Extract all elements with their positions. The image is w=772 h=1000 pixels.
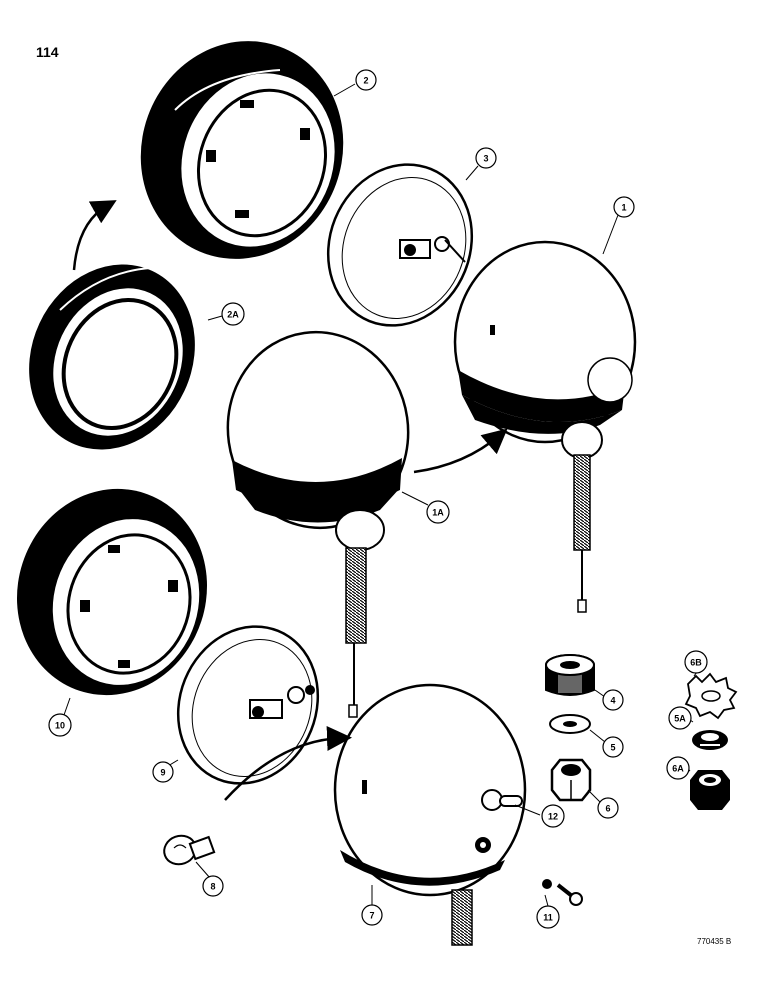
callout-8-label: 8 — [210, 882, 215, 892]
callout-9: 9 — [152, 761, 174, 783]
lens-3 — [326, 163, 474, 327]
washer-5 — [549, 714, 591, 734]
drawing-code: 770435 B — [697, 937, 732, 946]
callout-8: 8 — [202, 875, 224, 897]
bezel-ring-2 — [140, 41, 344, 259]
callout-6a-label: 6A — [672, 764, 684, 774]
callout-1a: 1A — [426, 500, 450, 524]
callout-2a-label: 2A — [227, 310, 239, 320]
ring-2a — [29, 264, 195, 450]
lock-washer-5a — [692, 730, 728, 750]
lens-9 — [176, 625, 320, 785]
callout-1-label: 1 — [621, 203, 626, 213]
star-washer-6b — [684, 672, 738, 720]
callout-1: 1 — [613, 196, 635, 218]
callout-6b-label: 6B — [690, 658, 702, 668]
assembly-arrows — [72, 200, 508, 801]
callout-5-label: 5 — [610, 743, 615, 753]
spacer-4 — [545, 654, 595, 696]
callout-2a: 2A — [221, 302, 245, 326]
callout-11: 11 — [536, 905, 560, 929]
callout-3-label: 3 — [483, 154, 488, 164]
callout-2-label: 2 — [363, 76, 368, 86]
screw-11 — [542, 879, 583, 906]
callouts: 2 3 1 2A 1A 6B — [48, 69, 708, 929]
callout-4: 4 — [602, 689, 624, 711]
lamp-housing-1 — [453, 240, 637, 613]
callout-6a: 6A — [666, 756, 690, 780]
callout-10-label: 10 — [55, 721, 65, 731]
bezel-ring-10 — [16, 488, 208, 696]
callout-5a: 5A — [668, 706, 692, 730]
lamp-housing-1a — [226, 330, 410, 718]
bulb-8 — [163, 834, 216, 866]
callout-11-label: 11 — [543, 913, 553, 923]
callout-10: 10 — [48, 713, 72, 737]
nut-6 — [550, 758, 592, 802]
callout-3: 3 — [475, 147, 497, 169]
callout-2: 2 — [355, 69, 377, 91]
callout-5a-label: 5A — [674, 714, 686, 724]
callout-6: 6 — [597, 797, 619, 819]
callout-4-label: 4 — [610, 696, 615, 706]
nut-6a — [690, 770, 730, 810]
callout-12: 12 — [541, 804, 565, 828]
callout-6-label: 6 — [605, 804, 610, 814]
callout-1a-label: 1A — [432, 508, 444, 518]
lamp-housing-7 — [333, 683, 527, 946]
callout-7-label: 7 — [369, 911, 374, 921]
leader-lines — [63, 83, 701, 907]
callout-5: 5 — [602, 736, 624, 758]
callout-7: 7 — [361, 904, 383, 926]
callout-6b: 6B — [684, 650, 708, 674]
callout-12-label: 12 — [548, 812, 558, 822]
callout-9-label: 9 — [160, 768, 165, 778]
page-number: 114 — [36, 44, 59, 60]
